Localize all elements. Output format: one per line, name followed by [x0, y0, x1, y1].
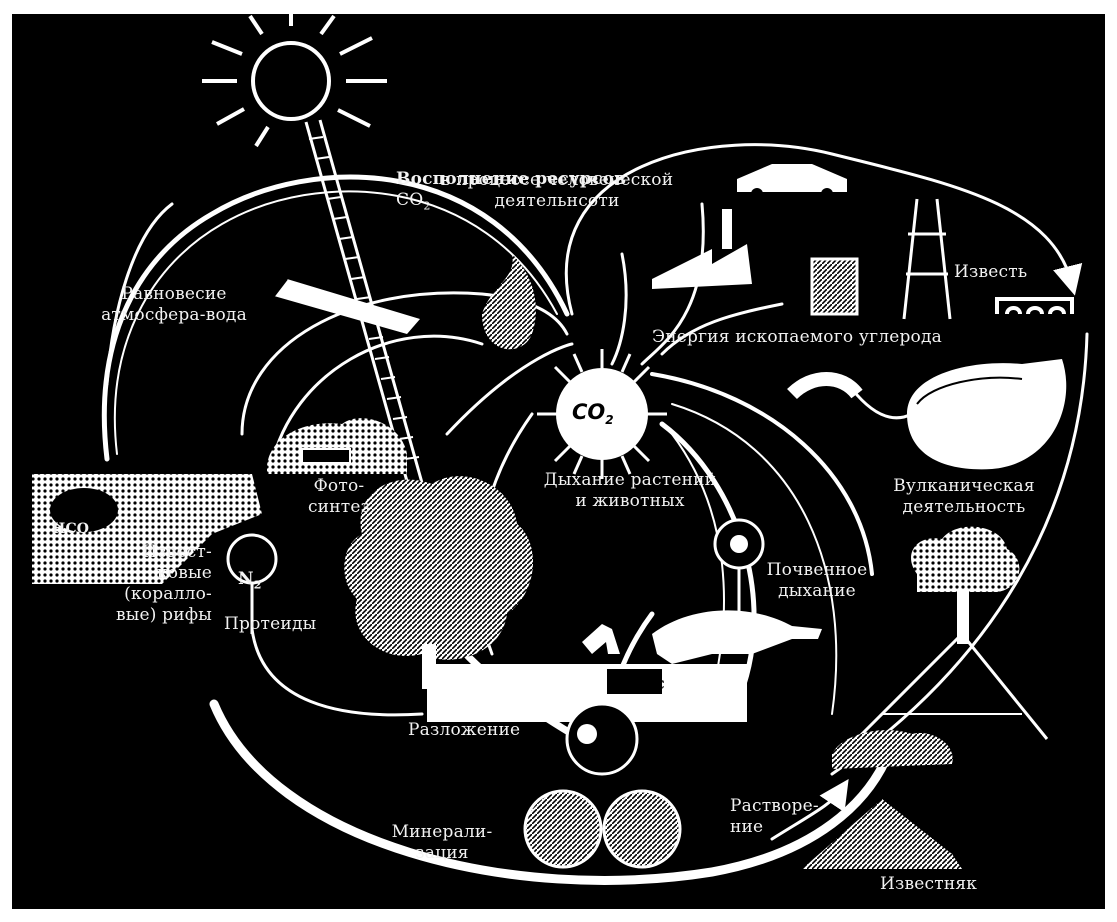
dissolution-label: Растворе- ние — [730, 796, 819, 838]
fossil-fuel-reservoir — [792, 359, 1066, 469]
lime-kiln-icon — [997, 299, 1072, 314]
volcanic-label: Вулканическая деятельность — [864, 476, 1064, 518]
limestone-label: Известняк — [880, 874, 977, 895]
decomposition-label: Разложение — [408, 720, 520, 741]
bush-icon — [267, 418, 407, 474]
lime-label: Известь — [954, 262, 1027, 283]
soil-respiration-label: Почвенное дыхание — [757, 560, 877, 602]
carbonic-acid-label: HCO — [52, 498, 89, 540]
photosynthesis-label: Фото- синтез — [294, 476, 384, 518]
limestone-pile — [802, 730, 962, 869]
fire-icon — [274, 254, 536, 349]
car-icon — [737, 164, 847, 200]
fossil-energy-label: Энергия ископаемого углерода — [652, 327, 942, 348]
co2-center-label: CO2 — [572, 400, 614, 427]
proteins-label: Протеиды — [224, 614, 316, 635]
carbon-cycle-diagram: Восполнение ресурсов CO2 в процессе чело… — [12, 14, 1105, 909]
mineralization-node — [525, 791, 680, 867]
animal-icon — [582, 610, 822, 664]
sun-icon — [202, 14, 387, 146]
volcano-icon — [847, 527, 1047, 749]
respiration-label: Дыхание растений и животных — [510, 470, 750, 512]
n2-label: N2 — [238, 548, 262, 595]
humus-label: Гумус — [610, 674, 665, 695]
refinery-icon — [812, 199, 950, 319]
balance-label: Равновесие атмосфера-вода — [74, 284, 274, 326]
reefs-label: Извест- ковые (коралло- вые) рифы — [72, 542, 212, 626]
human-activity-text: в процессе человеческой деятельнсоти — [402, 170, 712, 212]
decomposition-node — [567, 704, 637, 774]
mineralization-label: Минерали- зация — [382, 822, 502, 864]
